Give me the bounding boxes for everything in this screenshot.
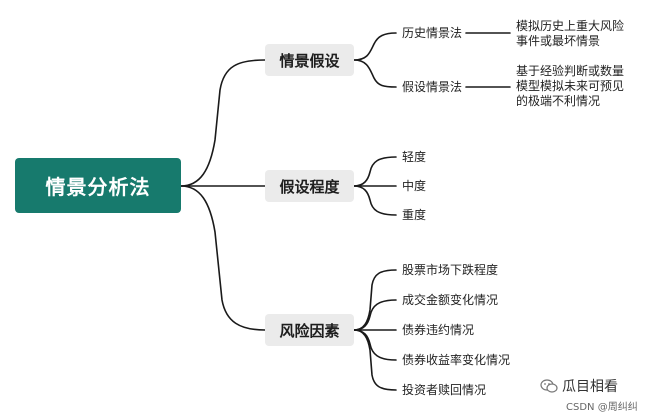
note-line: 模拟历史上重大风险: [516, 19, 625, 33]
note-historical-scenario: 模拟历史上重大风险 事件或最坏情景: [516, 19, 624, 49]
leaf-stock-market-decline[interactable]: 股票市场下跌程度: [402, 263, 498, 278]
connector-root-branch-1: [180, 59, 266, 187]
connector-root-branch-3: [180, 185, 266, 331]
note-line: 的极端不利情况: [516, 94, 601, 108]
branch-risk-factors[interactable]: 风险因素: [265, 314, 354, 346]
leaf-bond-yield-change[interactable]: 债券收益率变化情况: [402, 353, 510, 368]
leaf-label: 债券收益率变化情况: [402, 353, 511, 367]
note-line: 模型模拟未来可预见: [516, 79, 625, 93]
leaf-label: 中度: [402, 179, 427, 193]
leaf-bond-default[interactable]: 债券违约情况: [402, 323, 474, 338]
connector-branch-1-leaf-1: [353, 32, 397, 61]
leaf-severe[interactable]: 重度: [402, 208, 426, 223]
connector-branch-3-leaf-4: [353, 329, 397, 361]
leaf-label: 投资者赎回情况: [402, 383, 487, 397]
root-label: 情景分析法: [45, 175, 151, 199]
leaf-label: 历史情景法: [402, 26, 463, 40]
branch-label: 风险因素: [279, 321, 340, 340]
leaf-label: 成交金额变化情况: [402, 293, 499, 307]
note-line: 事件或最坏情景: [516, 34, 601, 48]
branch-label: 情景假设: [279, 51, 340, 70]
leaf-mild[interactable]: 轻度: [402, 150, 426, 165]
leaf-trading-volume-change[interactable]: 成交金额变化情况: [402, 293, 498, 308]
leaf-investor-redemption[interactable]: 投资者赎回情况: [402, 383, 486, 398]
connector-branch-2-leaf-1: [353, 156, 397, 187]
leaf-label: 股票市场下跌程度: [402, 263, 499, 277]
connector-branch-2-leaf-3: [353, 185, 397, 216]
wechat-logo-icon: [540, 379, 558, 393]
connector-branch-1-leaf-2: [353, 59, 397, 88]
branch-assumption-degree[interactable]: 假设程度: [265, 170, 354, 202]
watermark-name: 瓜目相看: [562, 379, 618, 395]
leaf-label: 债券违约情况: [402, 323, 475, 337]
note-hypothetical-scenario: 基于经验判断或数量 模型模拟未来可预见 的极端不利情况: [516, 64, 624, 109]
leaf-hypothetical-scenario[interactable]: 假设情景法: [402, 80, 462, 95]
leaf-label: 假设情景法: [402, 80, 463, 94]
connector-branch-3-leaf-2: [353, 299, 397, 331]
branch-scenario-assumption[interactable]: 情景假设: [265, 44, 354, 76]
branch-label: 假设程度: [279, 177, 340, 196]
leaf-historical-scenario[interactable]: 历史情景法: [402, 26, 462, 41]
connector-branch-3-leaf-5: [353, 329, 397, 391]
leaf-label: 重度: [402, 208, 427, 222]
watermark-source: CSDN @周纠纠: [566, 402, 638, 413]
leaf-label: 轻度: [402, 150, 427, 164]
note-line: 基于经验判断或数量: [516, 64, 625, 78]
leaf-moderate[interactable]: 中度: [402, 179, 426, 194]
root-node[interactable]: 情景分析法: [15, 158, 181, 213]
